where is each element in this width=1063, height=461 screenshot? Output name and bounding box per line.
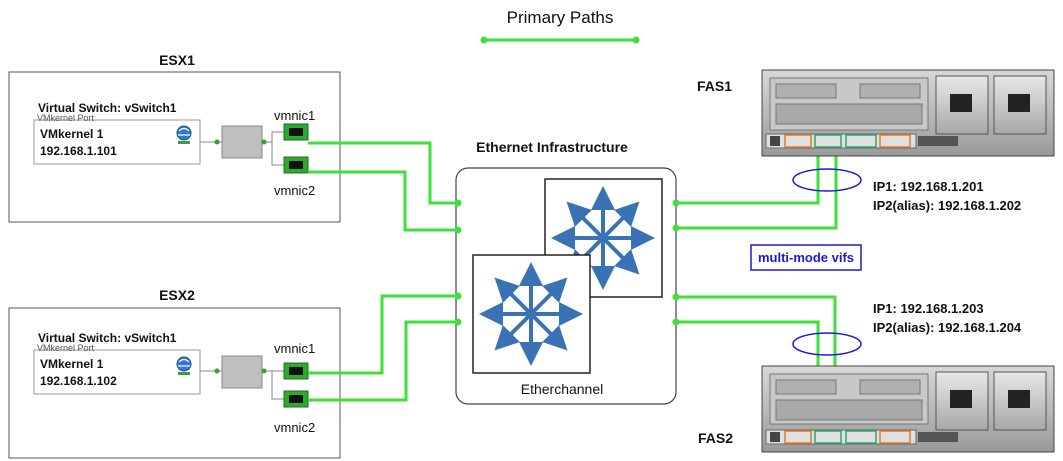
vif-label-box: multi-mode vifs	[750, 244, 862, 271]
storage-controller-icon	[761, 69, 1055, 157]
esx2-vswitch-box	[221, 355, 263, 389]
esx2-vmkernel-port-box	[33, 349, 201, 395]
esx2-vmkernel-name: VMkernel 1	[40, 357, 104, 371]
link-esx2-nic1	[308, 294, 458, 375]
vmkernel-globe-icon	[176, 356, 192, 375]
esx2-nic1-label: vmnic1	[274, 341, 315, 356]
esx2-vmkernel-ip: 192.168.1.102	[40, 374, 117, 388]
esx1-title: ESX1	[159, 52, 195, 68]
storage-controller-icon	[761, 365, 1055, 453]
esx1-vmkernel-name: VMkernel 1	[40, 127, 104, 141]
fas1-vif-ellipse	[792, 168, 862, 192]
esx1-vswitch-label: Virtual Switch: vSwitch1	[38, 101, 177, 115]
switch-arrows-icon	[551, 186, 655, 290]
fas2-storage: IP1: 192.168.1.203 IP2(alias): 192.168.1…	[698, 301, 1055, 453]
fas1-title: FAS1	[697, 78, 732, 94]
esx1-vmkernel-port-box	[33, 119, 201, 165]
legend: Primary Paths	[480, 8, 640, 44]
legend-label: Primary Paths	[507, 8, 614, 27]
esx2-title: ESX2	[159, 287, 195, 303]
vif-label: multi-mode vifs	[758, 250, 854, 265]
esx2-vswitch-label: Virtual Switch: vSwitch1	[38, 331, 177, 345]
fas2-vif-ellipse	[792, 332, 862, 356]
esx1-port-group-label: VMkernel Port	[37, 113, 95, 123]
vmnic-port-icon	[283, 390, 309, 408]
etherchannel-label: Etherchannel	[521, 381, 604, 397]
fas1-storage: FAS1 IP1: 192.168.1.201 IP2(alias): 192.…	[697, 69, 1055, 213]
fas2-ip2: IP2(alias): 192.168.1.204	[873, 320, 1022, 335]
fas1-ip1: IP1: 192.168.1.201	[873, 179, 984, 194]
fas2-ip1: IP1: 192.168.1.203	[873, 301, 984, 316]
legend-dot-right	[632, 36, 640, 44]
link-esx1-nic2	[308, 170, 458, 232]
vmnic-port-icon	[283, 362, 309, 380]
ethernet-infrastructure: Ethernet Infrastructure	[455, 139, 677, 405]
link-esx1-nic1	[308, 141, 458, 205]
fas1-ip2: IP2(alias): 192.168.1.202	[873, 198, 1021, 213]
switch-arrows-icon	[479, 262, 583, 366]
esx1-vswitch-box	[221, 125, 263, 159]
esx1-nic2-label: vmnic2	[274, 183, 315, 198]
link-fas1-a	[676, 140, 820, 205]
esx1-host: ESX1 Virtual Switch: vSwitch1 VMkernel P…	[8, 52, 341, 223]
fas2-title: FAS2	[698, 430, 733, 446]
esx1-vmkernel-ip: 192.168.1.101	[40, 144, 117, 158]
esx2-host: ESX2 Virtual Switch: vSwitch1 VMkernel P…	[8, 287, 341, 459]
esx1-nic1-label: vmnic1	[274, 108, 315, 123]
vmkernel-globe-icon	[176, 125, 192, 144]
switch-front	[472, 254, 591, 374]
vmnic-port-icon	[283, 156, 309, 174]
esx2-nic2-label: vmnic2	[274, 420, 315, 435]
legend-dot-left	[480, 36, 488, 44]
link-esx2-nic2	[308, 320, 458, 402]
esx2-port-group-label: VMkernel Port	[37, 343, 95, 353]
vmnic-port-icon	[283, 123, 309, 141]
ethernet-title: Ethernet Infrastructure	[476, 139, 628, 155]
